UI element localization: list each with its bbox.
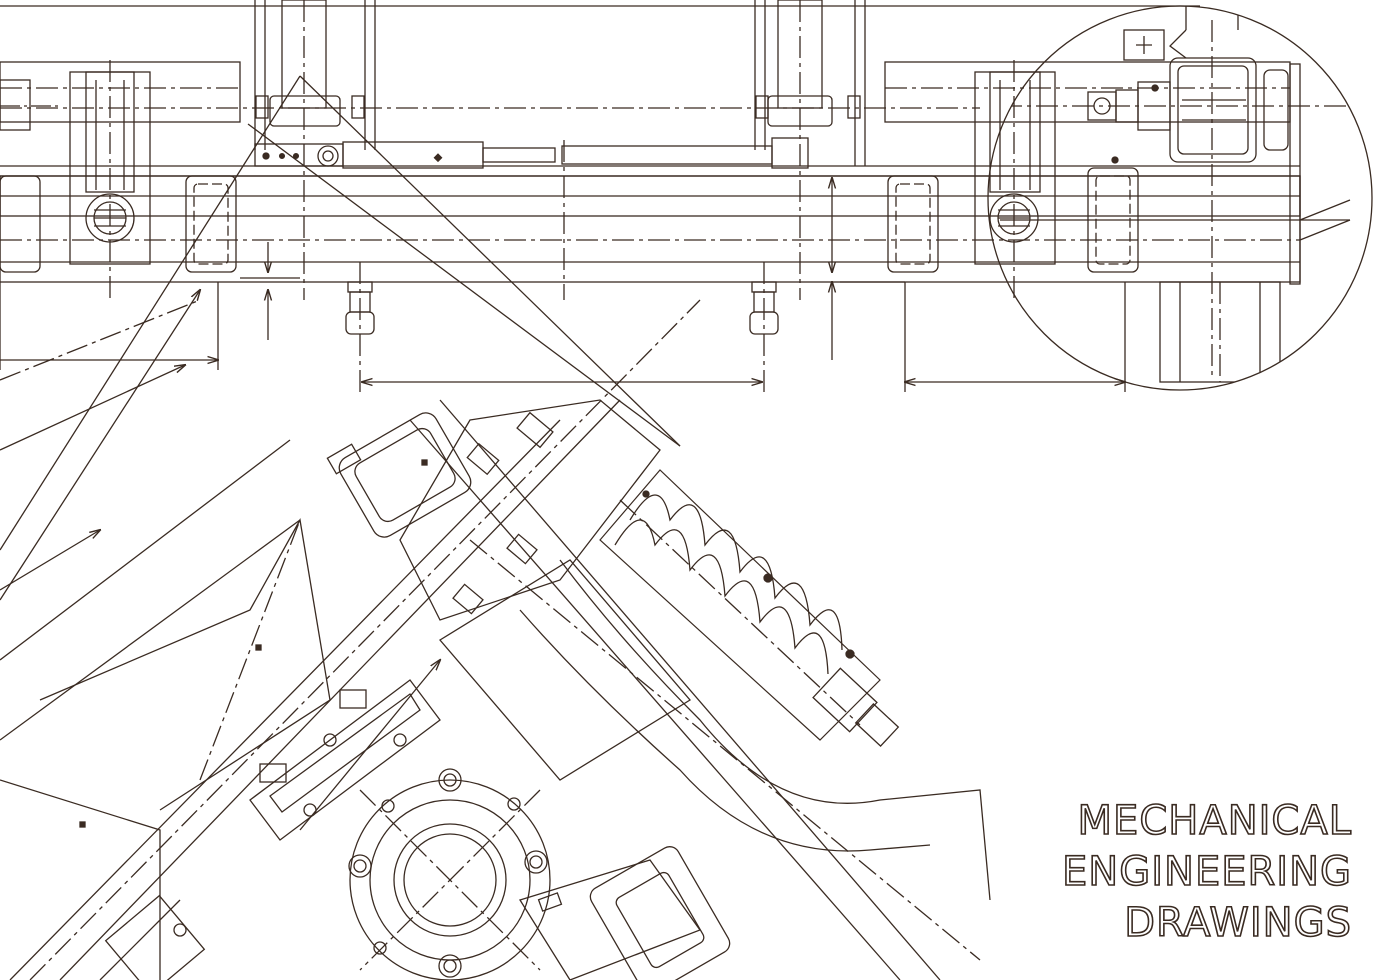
diagonal-section-view bbox=[0, 75, 991, 980]
top-assembly-view bbox=[0, 0, 1301, 392]
title-line-1: MECHANICAL bbox=[1077, 797, 1352, 845]
bolt-group bbox=[259, 411, 554, 783]
lower-left-detail bbox=[99, 894, 206, 980]
title-line-2: ENGINEERING bbox=[1061, 848, 1352, 896]
detail-circle-view bbox=[987, 5, 1373, 391]
spring-assembly bbox=[599, 469, 900, 748]
title-block: MECHANICAL ENGINEERING DRAWINGS bbox=[1061, 796, 1352, 949]
flange-assembly bbox=[348, 768, 731, 980]
title-line-3: DRAWINGS bbox=[1123, 899, 1352, 947]
